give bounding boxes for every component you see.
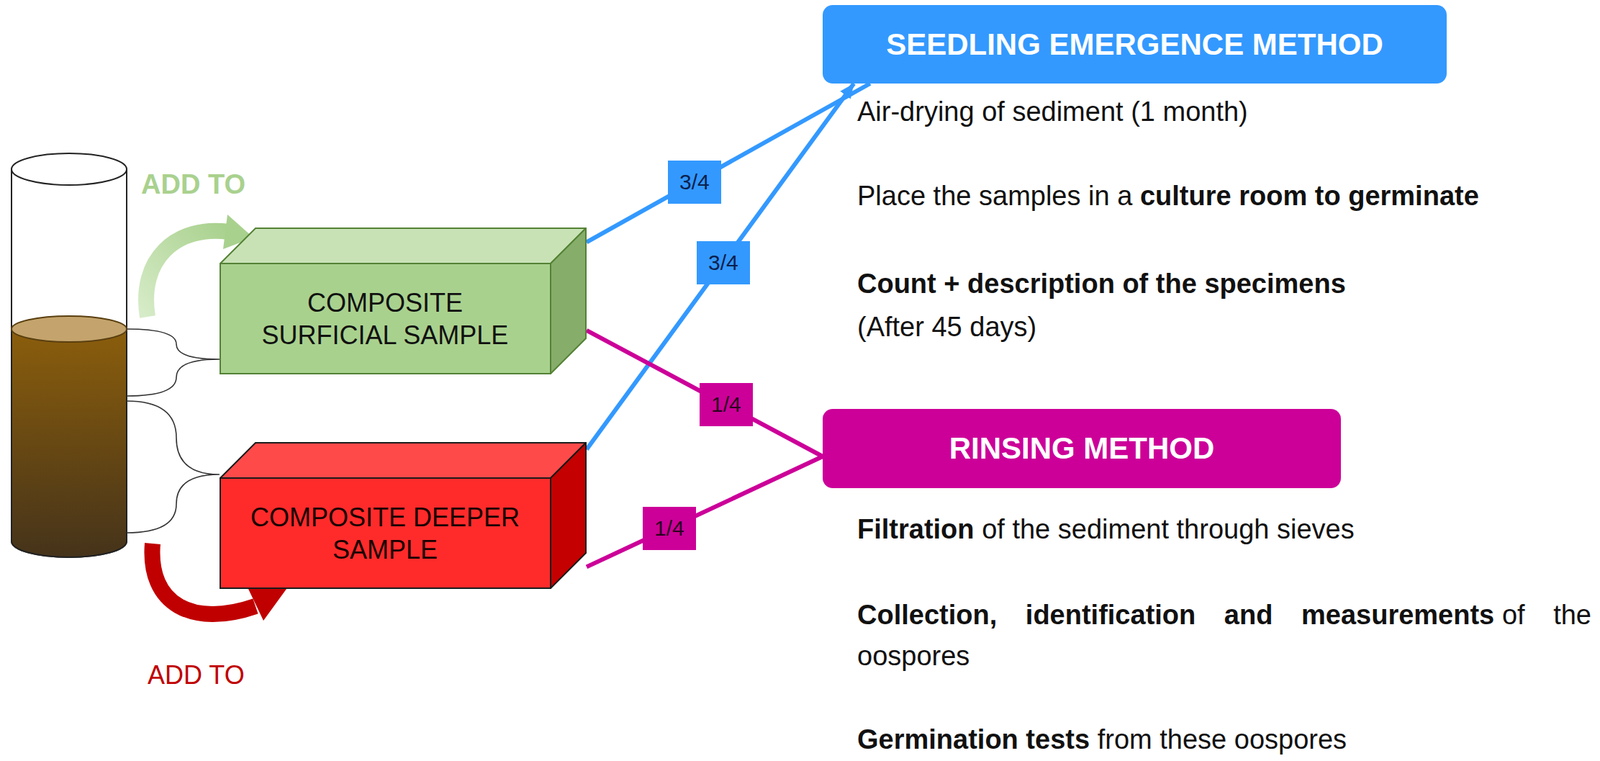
box-label: COMPOSITE DEEPER SAMPLE: [248, 500, 522, 566]
fraction-label: 3/4: [696, 241, 750, 285]
note-text: Germination tests: [857, 724, 1090, 755]
note-text: Filtration: [857, 513, 975, 545]
header-label: SEEDLING EMERGENCE METHOD: [886, 27, 1384, 62]
text-line: Count + description of the specimens: [857, 267, 1346, 301]
text-line: Place the samples in aculture room to ge…: [857, 179, 1480, 214]
fraction-label: 1/4: [642, 506, 696, 550]
note-text: ADD TO: [141, 169, 246, 200]
fraction-label: 3/4: [667, 160, 722, 204]
bracket: [126, 328, 220, 533]
sample-box: COMPOSITE DEEPER SAMPLE: [219, 441, 587, 589]
box-label: COMPOSITE SURFICIAL SAMPLE: [248, 286, 522, 352]
connector: [586, 456, 823, 567]
text-line: ADD TO: [141, 168, 246, 202]
note-text: from these oospores: [1097, 724, 1347, 755]
note-text: (After 45 days): [857, 311, 1037, 342]
box-face: COMPOSITE SURFICIAL SAMPLE: [219, 263, 551, 375]
note-text: Collection, identification and measureme…: [857, 599, 1495, 630]
text-line: Germination testsfrom these oospores: [857, 723, 1347, 757]
note-text: ADD TO: [147, 660, 245, 690]
note-text: of the sediment through sieves: [981, 513, 1355, 545]
sample-box: COMPOSITE SURFICIAL SAMPLE: [219, 227, 587, 375]
text-line: Collection, identification and measureme…: [857, 594, 1592, 677]
note-text: Place the samples in a: [857, 180, 1133, 211]
text-line: Air-drying of sediment (1 month): [857, 95, 1249, 129]
fraction-label: 1/4: [699, 382, 753, 427]
connector: [586, 330, 823, 457]
connector: [586, 83, 854, 450]
box-face: COMPOSITE DEEPER SAMPLE: [219, 477, 551, 589]
text-line: (After 45 days): [857, 310, 1037, 345]
sediment-core: [11, 153, 127, 558]
text-line: ADD TO: [147, 659, 245, 691]
text-line: Filtrationof the sediment through sieves: [857, 513, 1355, 547]
note-text: Air-drying of sediment (1 month): [857, 96, 1249, 127]
note-text: culture room to germinate: [1140, 180, 1480, 211]
method-header: RINSING METHOD: [822, 408, 1341, 488]
header-label: RINSING METHOD: [949, 431, 1215, 466]
note-text: Count + description of the specimens: [857, 268, 1346, 299]
connector: [586, 83, 871, 242]
method-header: SEEDLING EMERGENCE METHOD: [822, 5, 1447, 84]
